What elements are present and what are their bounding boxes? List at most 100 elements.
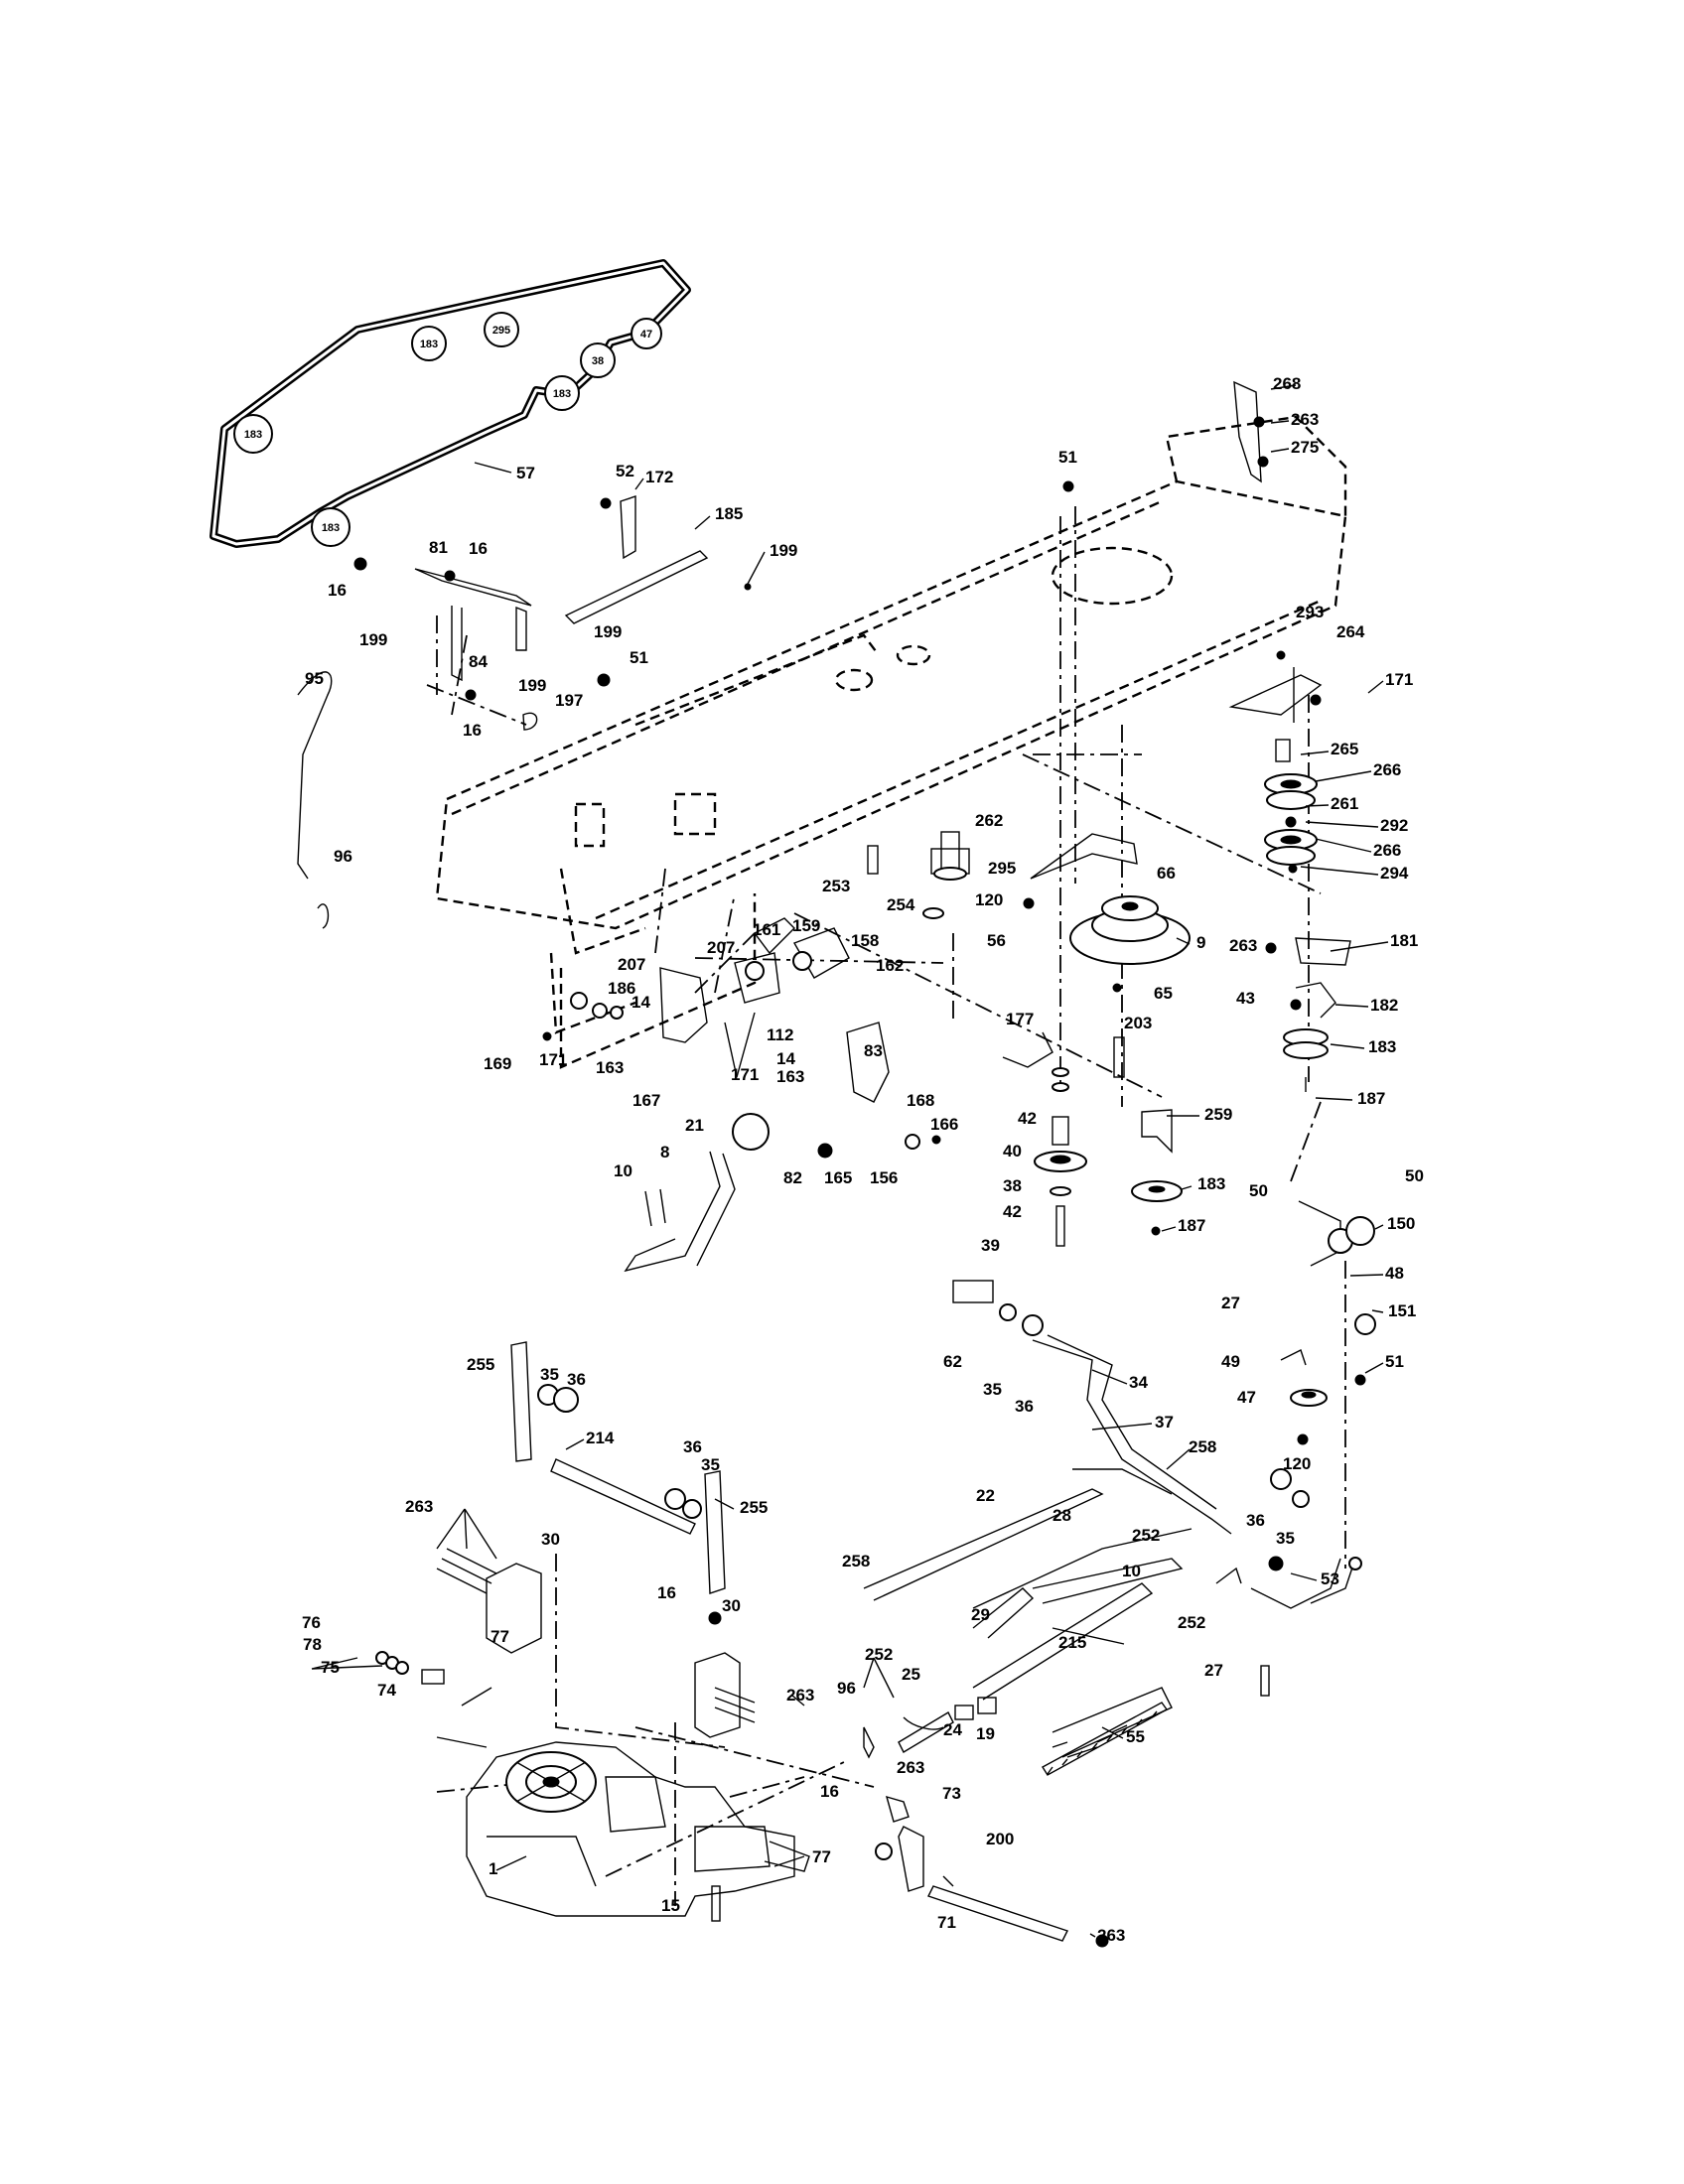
callout-21: 21 [685, 1116, 704, 1135]
callout-187-b: 187 [1178, 1216, 1205, 1235]
callout-27-b: 27 [1204, 1661, 1223, 1680]
callout-199-d: 199 [518, 676, 546, 695]
callout-34: 34 [1129, 1373, 1148, 1392]
callout-263-a: 263 [1291, 410, 1319, 429]
callout-263-e: 263 [897, 1758, 924, 1777]
callout-156: 156 [870, 1168, 898, 1187]
callout-49: 49 [1221, 1352, 1240, 1371]
callout-197: 197 [555, 691, 583, 710]
callout-159: 159 [792, 916, 820, 935]
callout-266-b: 266 [1373, 841, 1401, 860]
callout-47: 47 [1237, 1388, 1256, 1407]
callout-185: 185 [715, 504, 743, 523]
callout-39: 39 [981, 1236, 1000, 1255]
callout-15: 15 [661, 1896, 680, 1915]
callout-52: 52 [616, 462, 634, 480]
callout-77-b: 77 [812, 1847, 831, 1866]
svg-text:295: 295 [492, 325, 510, 337]
lower-center-parts [863, 1697, 1169, 1948]
callout-35-a: 35 [983, 1380, 1002, 1399]
belt-pulley-183-a: 183 [411, 326, 447, 361]
left-shaft-assembly [436, 1341, 756, 1738]
callout-275: 275 [1291, 438, 1319, 457]
callout-268: 268 [1273, 374, 1301, 393]
callout-83: 83 [864, 1041, 883, 1060]
callout-65: 65 [1154, 984, 1173, 1003]
callout-293: 293 [1296, 603, 1324, 621]
callout-95: 95 [305, 669, 324, 688]
callout-76: 76 [302, 1613, 321, 1632]
callout-199-c: 199 [359, 630, 387, 649]
callout-255-b: 255 [740, 1498, 768, 1517]
callout-14-b: 14 [776, 1049, 795, 1068]
tractor-frame-phantom [435, 415, 1347, 1069]
right-linkages [863, 1200, 1376, 1758]
callout-258-b: 258 [842, 1552, 870, 1570]
callout-112: 112 [767, 1025, 793, 1044]
callout-165: 165 [824, 1168, 852, 1187]
callout-10-a: 10 [614, 1161, 632, 1180]
callout-24: 24 [943, 1720, 962, 1739]
callout-214: 214 [586, 1429, 615, 1447]
callout-30-b: 30 [722, 1596, 741, 1615]
callout-51-b: 51 [1058, 448, 1077, 467]
callout-1: 1 [489, 1859, 497, 1878]
callout-27-a: 27 [1221, 1294, 1240, 1312]
callout-38: 38 [1003, 1176, 1022, 1195]
middle-brackets [542, 917, 941, 1273]
callout-186: 186 [608, 979, 635, 998]
callout-263-b: 263 [1229, 936, 1257, 955]
callout-252-c: 252 [865, 1645, 893, 1664]
callout-169: 169 [484, 1054, 511, 1073]
callout-96-b: 96 [837, 1679, 856, 1698]
callout-172: 172 [645, 468, 673, 486]
callout-84: 84 [469, 652, 488, 671]
callout-62: 62 [943, 1352, 962, 1371]
callout-28: 28 [1052, 1506, 1071, 1525]
callout-9: 9 [1196, 933, 1205, 952]
callout-40: 40 [1003, 1142, 1022, 1160]
callout-171-b: 171 [539, 1050, 567, 1069]
callout-81: 81 [429, 538, 448, 557]
callout-254: 254 [887, 895, 915, 914]
callout-56: 56 [987, 931, 1006, 950]
callout-183-b: 183 [1197, 1174, 1225, 1193]
callout-16-e: 16 [820, 1782, 839, 1801]
callout-36-b: 36 [567, 1370, 586, 1389]
callout-30-a: 30 [541, 1530, 560, 1549]
callout-19: 19 [976, 1724, 995, 1743]
callout-50-b: 50 [1405, 1166, 1424, 1185]
callout-263-d: 263 [786, 1686, 814, 1705]
callout-57: 57 [516, 464, 535, 482]
callout-74: 74 [377, 1681, 396, 1700]
callout-8: 8 [660, 1143, 669, 1161]
svg-text:38: 38 [592, 355, 604, 367]
leader-lines [311, 384, 1389, 1938]
callout-263-c: 263 [405, 1497, 433, 1516]
callout-151: 151 [1388, 1301, 1416, 1320]
callout-181: 181 [1390, 931, 1418, 950]
callout-264: 264 [1336, 622, 1365, 641]
belt-pulley-295: 295 [484, 312, 519, 347]
callout-43: 43 [1236, 989, 1255, 1008]
callout-16-c: 16 [463, 721, 482, 740]
callout-163-b: 163 [776, 1067, 804, 1086]
belt-pulley-183-b: 183 [544, 375, 580, 411]
callout-14-a: 14 [632, 993, 650, 1012]
callout-22: 22 [976, 1486, 995, 1505]
callout-187-a: 187 [1357, 1089, 1385, 1108]
callout-48: 48 [1385, 1264, 1404, 1283]
upper-left-linkage [297, 495, 752, 929]
svg-text:183: 183 [322, 522, 340, 534]
callout-215: 215 [1058, 1633, 1086, 1652]
callout-252-a: 252 [1132, 1526, 1160, 1545]
callout-262: 262 [975, 811, 1003, 830]
callout-73: 73 [942, 1784, 961, 1803]
callout-51-c: 51 [1385, 1352, 1404, 1371]
svg-text:47: 47 [640, 329, 652, 341]
callout-253: 253 [822, 877, 850, 895]
callout-50-a: 50 [1249, 1181, 1268, 1200]
callout-203: 203 [1124, 1014, 1152, 1032]
callout-51-a: 51 [630, 648, 648, 667]
alignment-lines [426, 506, 1346, 1906]
